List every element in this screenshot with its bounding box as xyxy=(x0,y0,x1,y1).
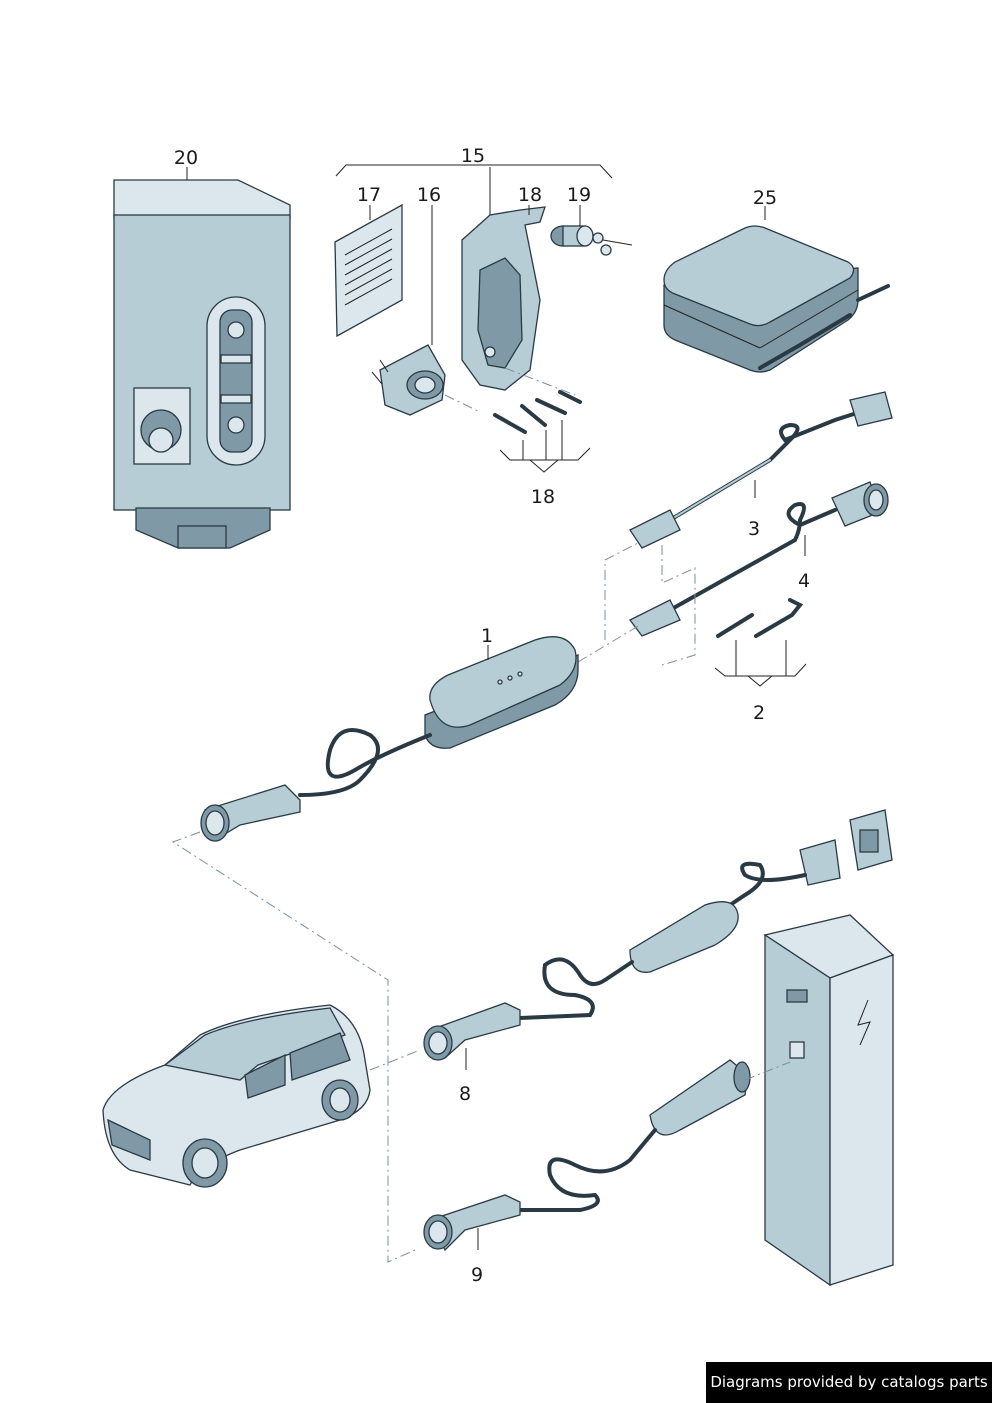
supply-cable-part-4[interactable] xyxy=(629,481,889,637)
manual-document-part-17[interactable] xyxy=(334,203,403,338)
bracket-15 xyxy=(335,164,613,179)
footer-credit: Diagrams provided by catalogs parts xyxy=(706,1362,992,1403)
lock-cylinder-part-19[interactable] xyxy=(550,225,633,256)
callout-16: 16 xyxy=(417,184,441,206)
charging-control-box-part-1[interactable] xyxy=(200,636,579,842)
callout-9: 9 xyxy=(471,1264,483,1286)
charging-station xyxy=(763,914,895,1287)
callout-8: 8 xyxy=(459,1083,471,1105)
charging-cable-part-8[interactable] xyxy=(423,809,893,1061)
charging-cable-part-9[interactable] xyxy=(423,1059,751,1252)
supply-cable-part-3[interactable] xyxy=(629,391,893,549)
callout-4: 4 xyxy=(798,570,810,592)
holder-part-18[interactable] xyxy=(461,206,546,391)
screws-dowels-part-18[interactable] xyxy=(493,390,582,434)
callout-17: 17 xyxy=(357,184,381,206)
callout-20: 20 xyxy=(174,147,198,169)
callout-18-top: 18 xyxy=(518,184,542,206)
callout-1: 1 xyxy=(481,625,493,647)
plug-adapter-part-16[interactable] xyxy=(371,344,446,416)
callout-19: 19 xyxy=(567,184,591,206)
screw-key-set-part-2[interactable] xyxy=(716,598,804,638)
callout-18-bottom: 18 xyxy=(531,486,555,508)
callout-15: 15 xyxy=(461,145,485,167)
callout-25: 25 xyxy=(753,187,777,209)
wallbox-part-20[interactable] xyxy=(113,179,291,549)
callout-3: 3 xyxy=(748,518,760,540)
callout-2: 2 xyxy=(753,702,765,724)
vehicle-suv xyxy=(102,1004,371,1188)
cable-pouch-part-25[interactable] xyxy=(663,225,890,373)
connection-line xyxy=(171,831,416,1263)
